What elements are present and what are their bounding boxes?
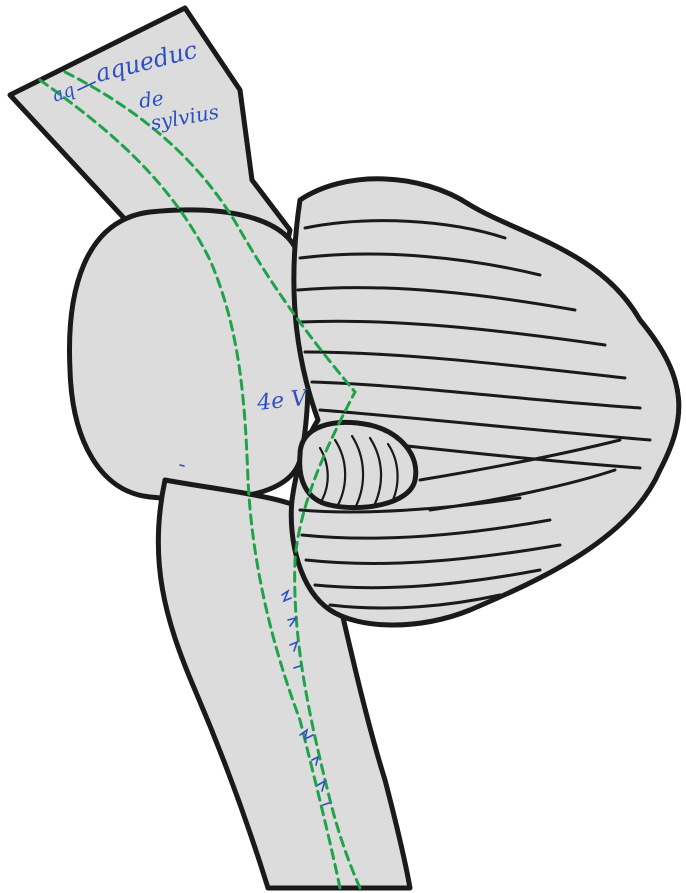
pen-dot xyxy=(180,465,184,466)
pons-lobe xyxy=(69,210,308,500)
